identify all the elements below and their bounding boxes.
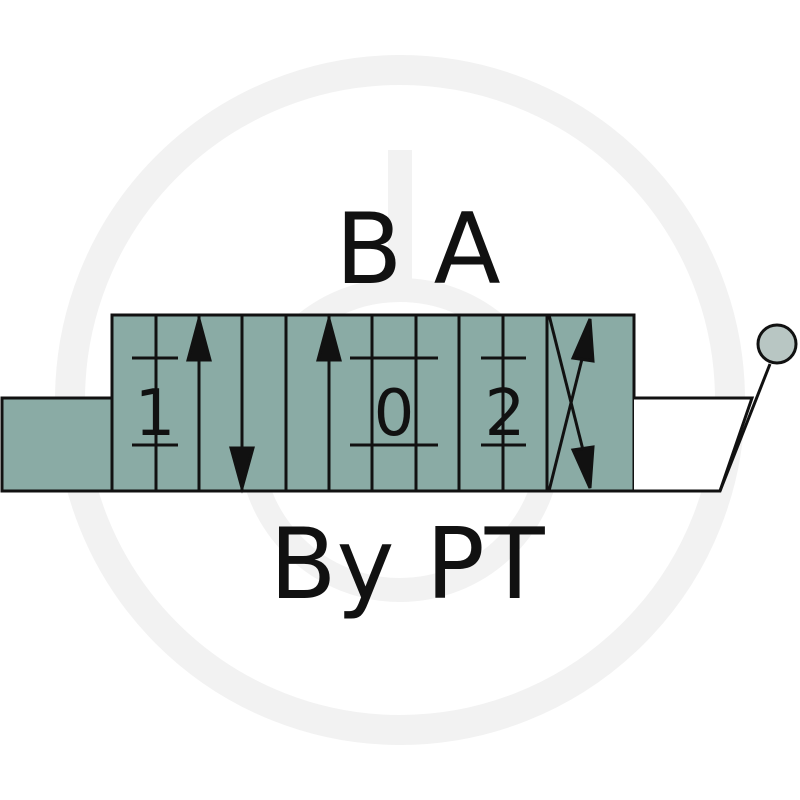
top-port-labels: B A [335, 193, 500, 307]
position-label-0: 0 [374, 377, 415, 451]
lever-actuator-icon [634, 323, 798, 493]
crossover-arrows [547, 314, 595, 492]
flow-arrows [186, 313, 342, 494]
detent-block [0, 396, 116, 493]
blocked-port-bars [132, 356, 526, 447]
position-label-2: 2 [485, 377, 526, 451]
bottom-port-labels: By PT [269, 508, 545, 622]
position-label-1: 1 [135, 377, 176, 451]
